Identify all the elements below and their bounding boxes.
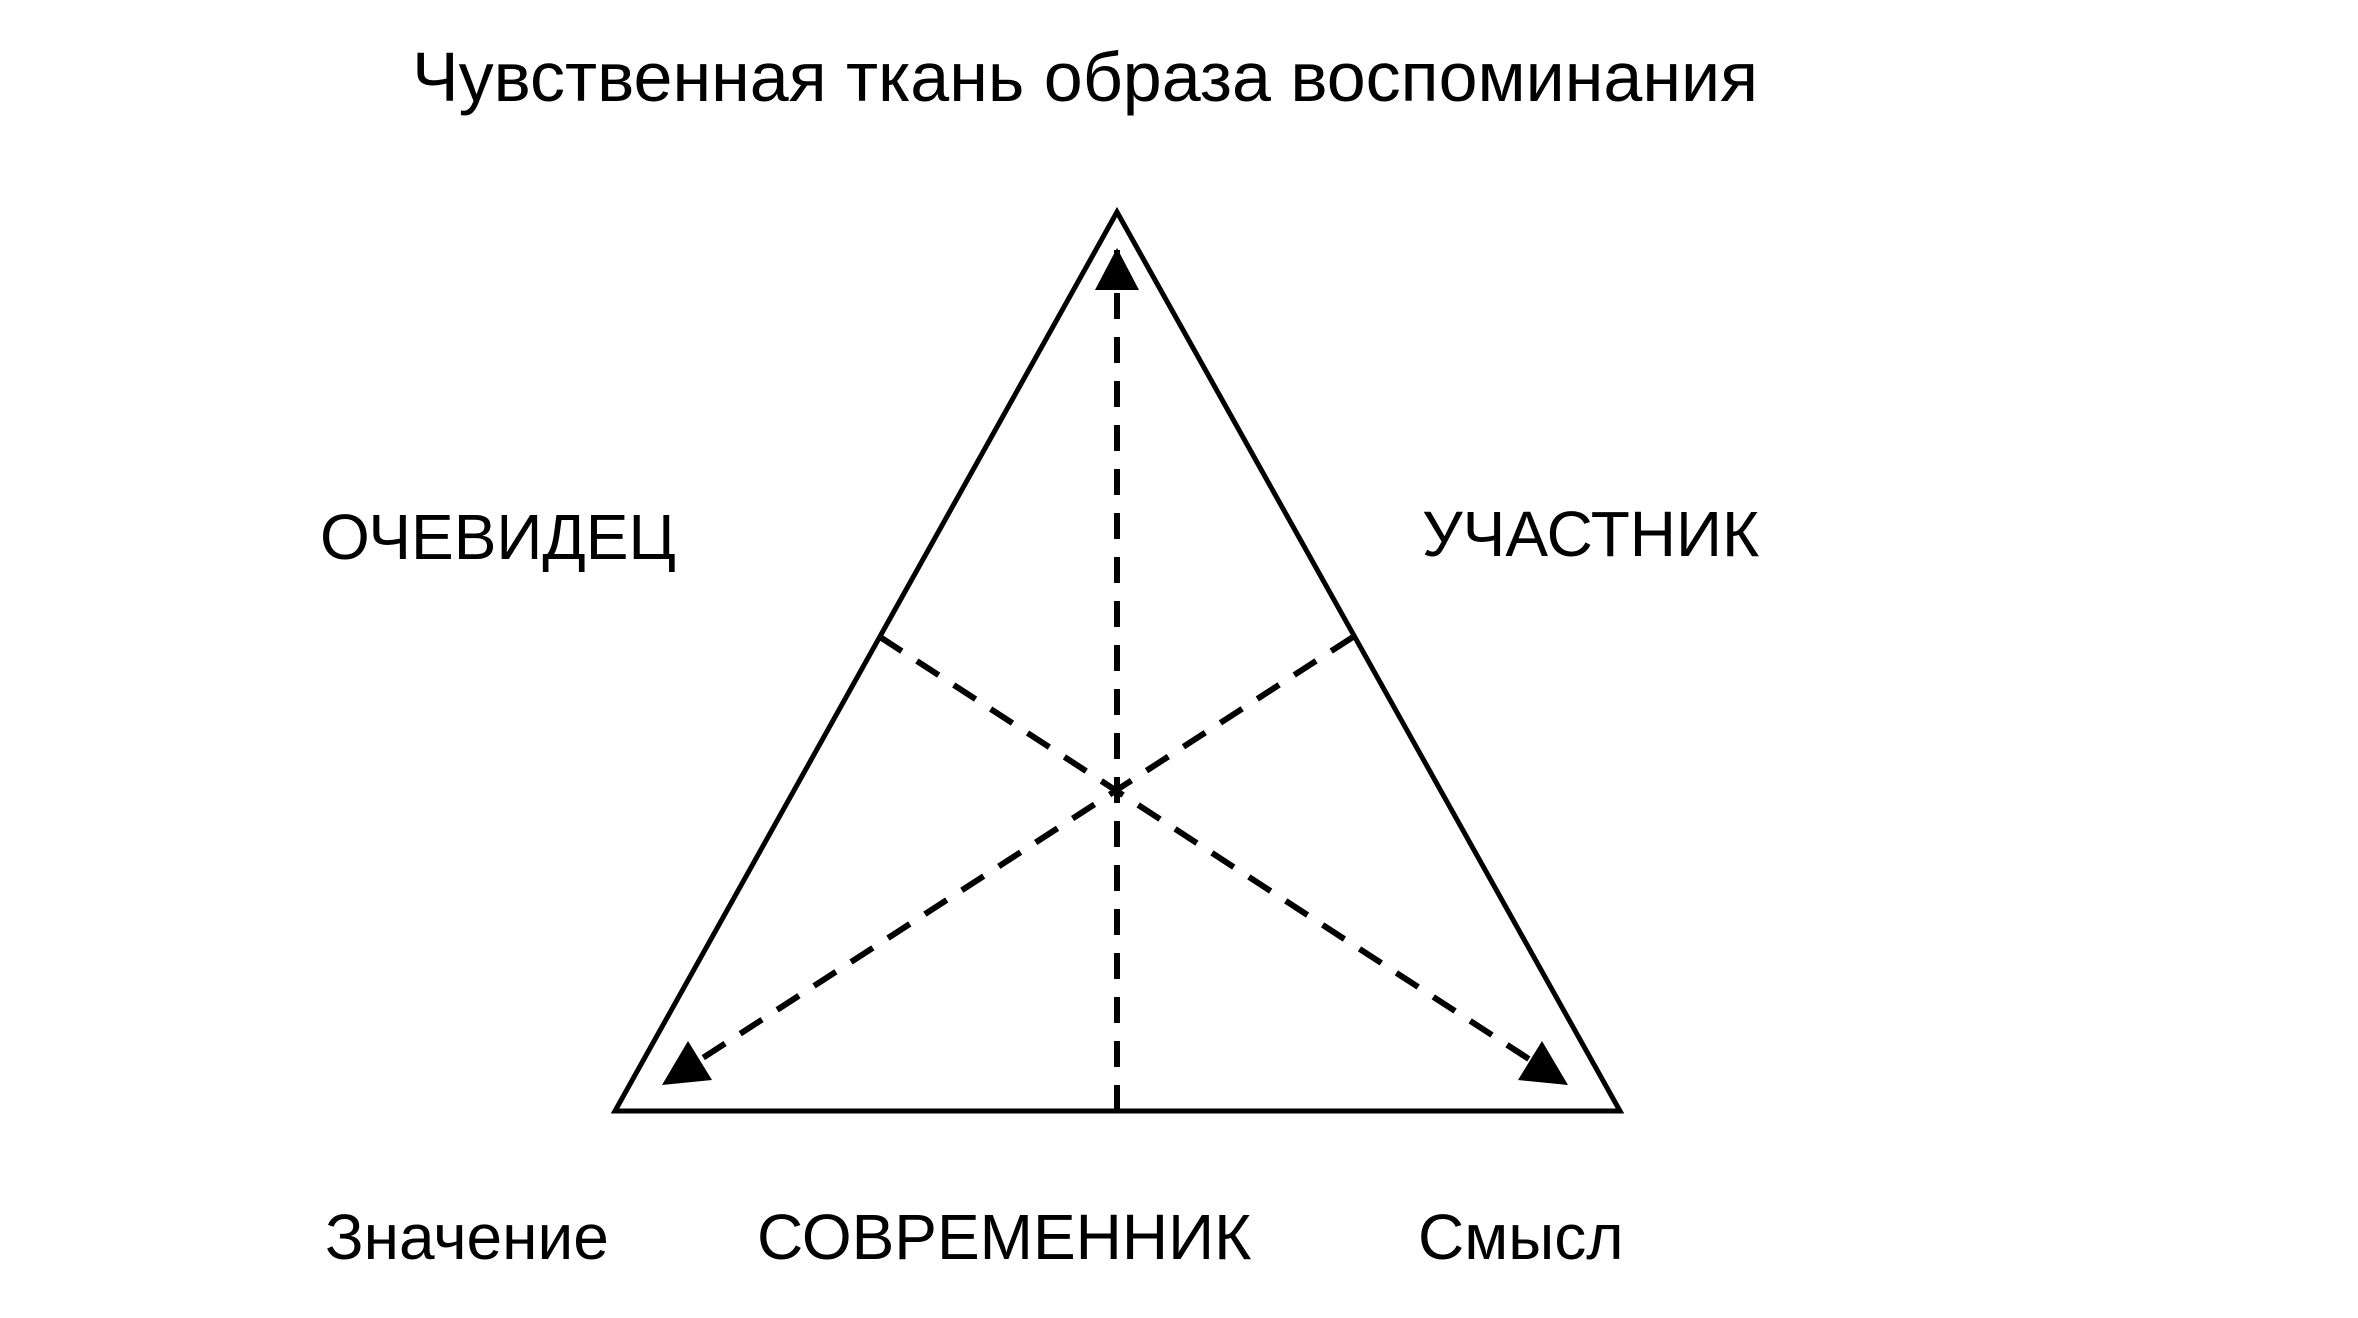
label-bottom-right: Смысл xyxy=(1418,1201,1624,1273)
label-right-side: УЧАСТНИК xyxy=(1422,498,1760,570)
median-right-to-bottom-left-arrow xyxy=(693,634,1355,1066)
label-bottom-left: Значение xyxy=(325,1201,609,1273)
label-left-side: ОЧЕВИДЕЦ xyxy=(320,501,676,573)
arrowhead-top-icon xyxy=(1095,248,1139,290)
arrowhead-bottom-right-icon xyxy=(1518,1041,1568,1085)
median-left-to-bottom-right-arrow xyxy=(878,634,1537,1066)
label-bottom-center: СОВРЕМЕННИК xyxy=(757,1201,1252,1273)
diagram-title: Чувственная ткань образа воспоминания xyxy=(412,38,1758,116)
arrowhead-bottom-left-icon xyxy=(662,1041,712,1085)
